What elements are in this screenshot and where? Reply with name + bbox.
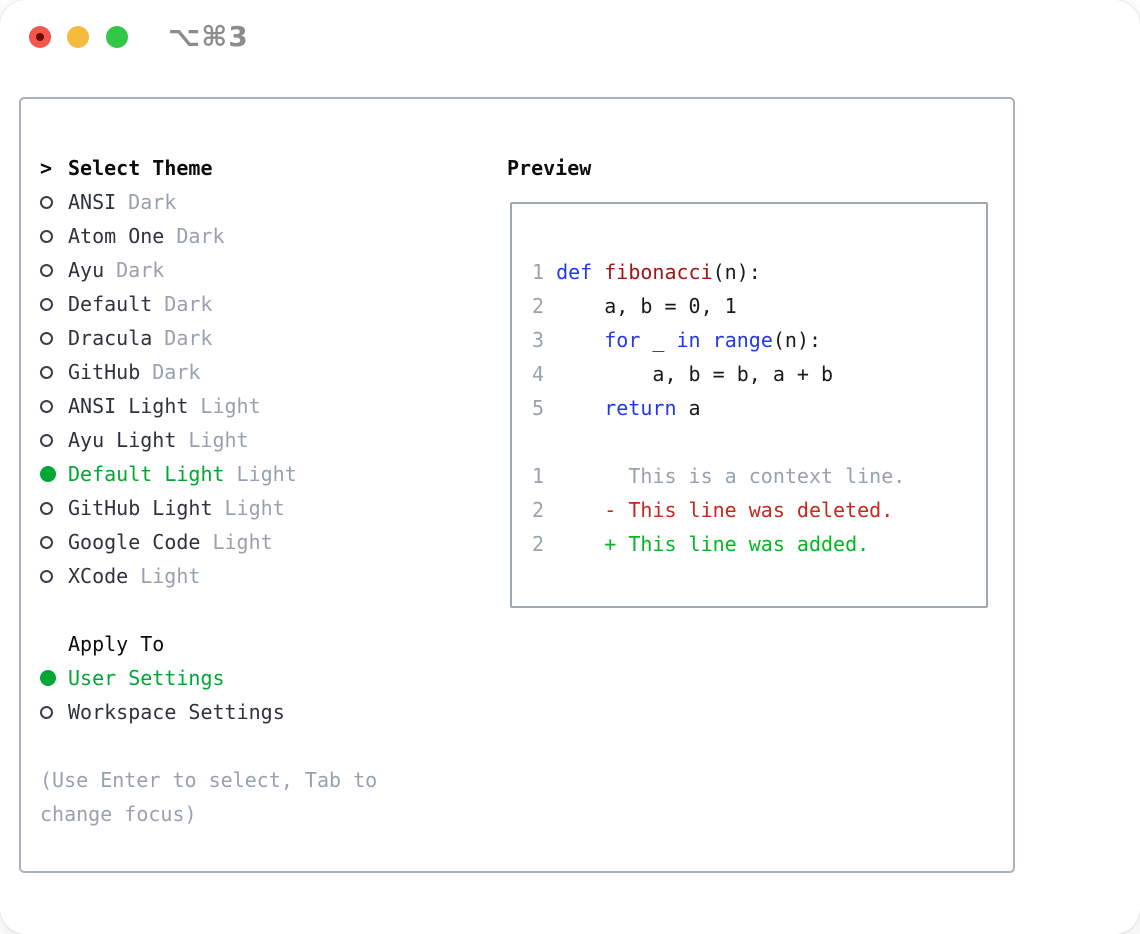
theme-name: ANSI Light — [68, 394, 189, 418]
theme-variant-badge: Light — [140, 564, 201, 588]
diff-line-add: 2 + This line was added. — [532, 532, 870, 556]
select-theme-title: Select Theme — [68, 156, 213, 180]
theme-option-ansi-light[interactable]: ANSI Light Light — [40, 389, 490, 423]
window-titlebar: ⌥⌘3 — [0, 0, 1140, 74]
theme-name: Dracula — [68, 326, 153, 350]
theme-name: Default — [68, 292, 153, 316]
zoom-button[interactable] — [106, 26, 128, 48]
theme-variant-badge: Dark — [152, 360, 201, 384]
preview-box: 1 def fibonacci(n): 2 a, b = 0, 1 3 for _ … — [510, 202, 988, 608]
theme-variant-badge: Light — [188, 428, 249, 452]
prompt-caret-icon: > — [40, 156, 53, 180]
code-line: 4 a, b = b, a + b — [532, 362, 834, 386]
hint-text: (Use Enter to select, Tab to change focu… — [40, 768, 378, 826]
theme-name: GitHub — [68, 360, 141, 384]
spacer — [40, 593, 490, 627]
theme-option-github-light[interactable]: GitHub Light Light — [40, 491, 490, 525]
radio-unselected-icon — [40, 399, 68, 413]
theme-name: Ayu Light — [68, 428, 177, 452]
radio-unselected-icon — [40, 331, 68, 345]
theme-option-dracula[interactable]: Dracula Dark — [40, 321, 490, 355]
code-preview: 1 def fibonacci(n): 2 a, b = 0, 1 3 for _ … — [532, 255, 986, 425]
code-line: 2 a, b = 0, 1 — [532, 294, 737, 318]
theme-option-ansi[interactable]: ANSI Dark — [40, 185, 490, 219]
radio-unselected-icon — [40, 195, 68, 209]
theme-option-atom-one[interactable]: Atom One Dark — [40, 219, 490, 253]
theme-option-google-code[interactable]: Google Code Light — [40, 525, 490, 559]
theme-variant-badge: Dark — [128, 190, 177, 214]
theme-option-default-light[interactable]: Default Light Light — [40, 457, 490, 491]
code-line: 1 def fibonacci(n): — [532, 260, 761, 284]
apply-option-user-settings[interactable]: User Settings — [40, 661, 490, 695]
preview-title: Preview — [507, 156, 592, 180]
theme-variant-badge: Light — [212, 530, 273, 554]
radio-selected-icon — [40, 466, 68, 482]
theme-name: Google Code — [68, 530, 201, 554]
apply-option-label: User Settings — [68, 666, 225, 690]
code-line: 5 return a — [532, 396, 701, 420]
theme-variant-badge: Dark — [176, 224, 225, 248]
radio-unselected-icon — [40, 433, 68, 447]
radio-unselected-icon — [40, 229, 68, 243]
theme-option-github[interactable]: GitHub Dark — [40, 355, 490, 389]
select-theme-header: > Select Theme — [40, 151, 490, 185]
radio-unselected-icon — [40, 705, 68, 719]
theme-name: Default Light — [68, 462, 225, 486]
theme-option-ayu[interactable]: Ayu Dark — [40, 253, 490, 287]
theme-variant-badge: Dark — [164, 292, 213, 316]
close-button[interactable] — [29, 26, 51, 48]
theme-variant-badge: Light — [200, 394, 261, 418]
diff-line-del: 2 - This line was deleted. — [532, 498, 894, 522]
apply-to-title: Apply To — [68, 632, 165, 656]
radio-unselected-icon — [40, 569, 68, 583]
code-line: 3 for _ in range(n): — [532, 328, 822, 352]
theme-variant-badge: Dark — [116, 258, 165, 282]
close-icon — [36, 33, 44, 41]
radio-unselected-icon — [40, 263, 68, 277]
theme-name: Ayu — [68, 258, 105, 282]
radio-unselected-icon — [40, 535, 68, 549]
apply-option-label: Workspace Settings — [68, 700, 285, 724]
theme-variant-badge: Light — [224, 496, 285, 520]
diff-preview: 1 This is a context line. 2 - This line w… — [532, 459, 986, 561]
apply-option-workspace-settings[interactable]: Workspace Settings — [40, 695, 490, 729]
diff-line-ctx: 1 This is a context line. — [532, 464, 906, 488]
theme-name: GitHub Light — [68, 496, 213, 520]
spacer — [40, 729, 490, 763]
apply-to-header: Apply To — [40, 627, 490, 661]
theme-name: Atom One — [68, 224, 165, 248]
theme-option-ayu-light[interactable]: Ayu Light Light — [40, 423, 490, 457]
theme-name: XCode — [68, 564, 129, 588]
theme-name: ANSI — [68, 190, 117, 214]
radio-unselected-icon — [40, 297, 68, 311]
minimize-button[interactable] — [67, 26, 89, 48]
radio-unselected-icon — [40, 365, 68, 379]
radio-unselected-icon — [40, 501, 68, 515]
theme-variant-badge: Dark — [164, 326, 213, 350]
theme-option-xcode[interactable]: XCode Light — [40, 559, 490, 593]
spacer — [532, 425, 986, 459]
radio-selected-icon — [40, 670, 68, 686]
theme-option-default[interactable]: Default Dark — [40, 287, 490, 321]
theme-variant-badge: Light — [236, 462, 297, 486]
window-shortcut-label: ⌥⌘3 — [168, 20, 249, 53]
